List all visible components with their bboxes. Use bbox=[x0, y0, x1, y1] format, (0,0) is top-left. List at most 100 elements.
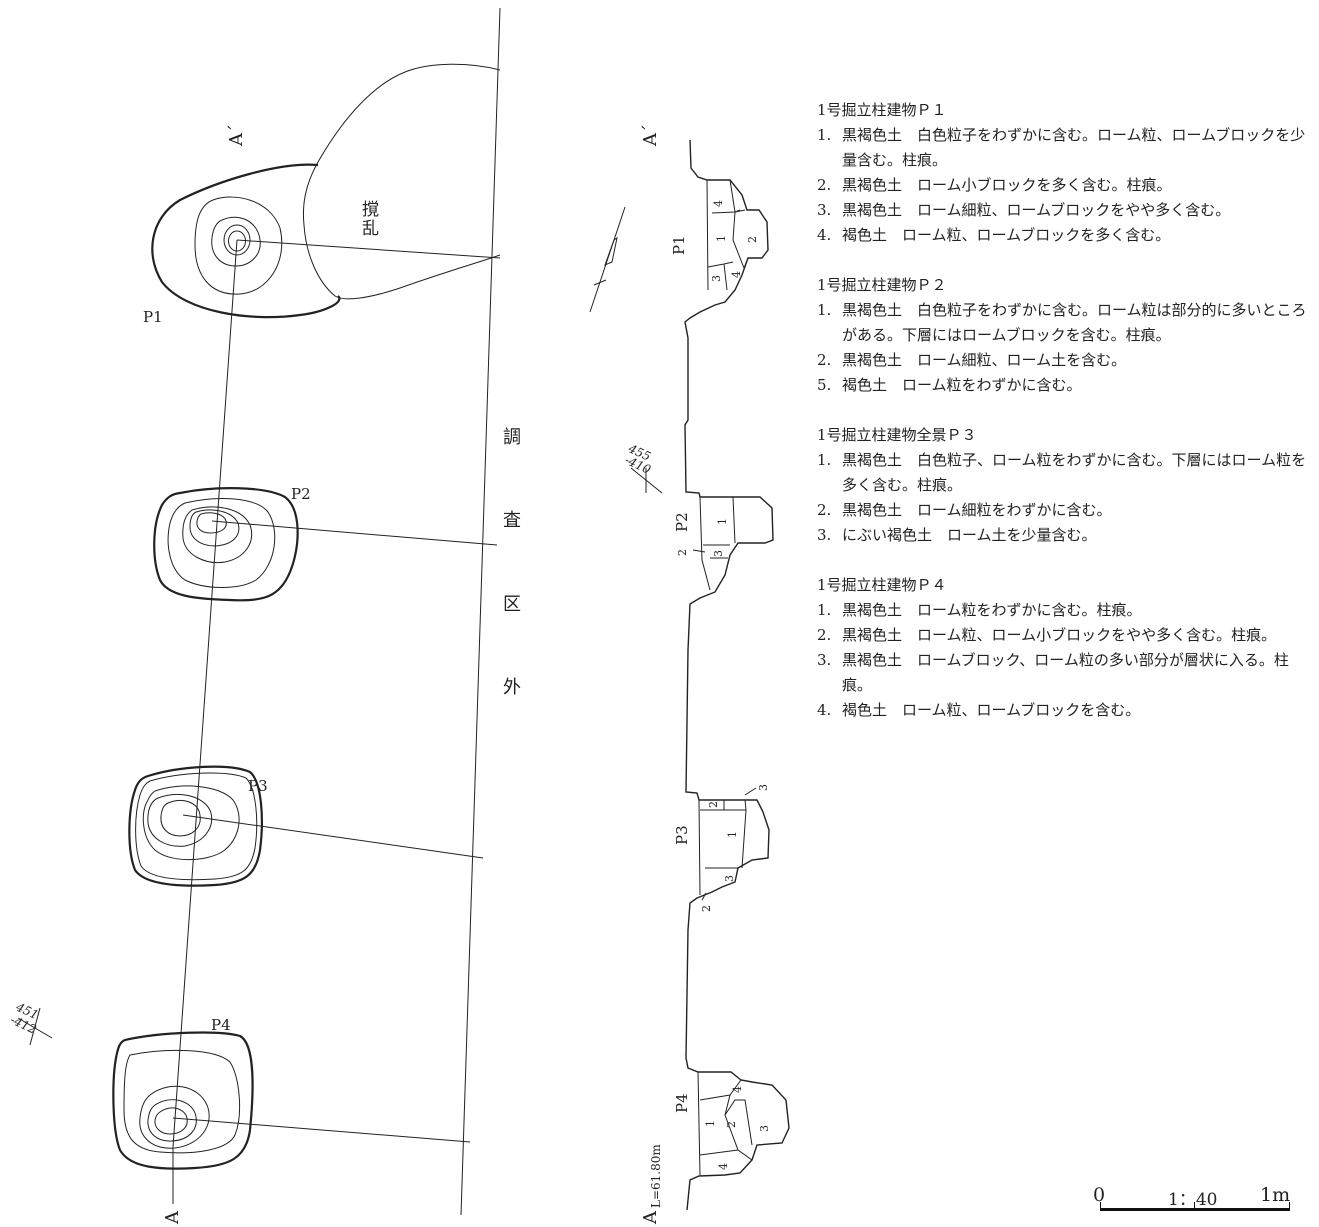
section-p3-layers bbox=[698, 799, 747, 896]
plan-tie-line-p3 bbox=[182, 814, 484, 859]
legend-item-text: 褐色土 ローム粒、ロームブロックを含む。 bbox=[842, 701, 1141, 719]
legend-item-number: 3. bbox=[817, 526, 832, 544]
section-label-p4: P4 bbox=[673, 1093, 691, 1113]
layer-number: 1 bbox=[716, 518, 729, 525]
legend-item-text: 黒褐色土 ローム細粒をわずかに含む。 bbox=[842, 501, 1112, 519]
layer-number: 3 bbox=[712, 550, 725, 557]
legend-item: 3. 黒褐色土 ローム細粒、ロームブロックをやや多く含む。 bbox=[817, 198, 1312, 223]
legend-item-number: 1. bbox=[817, 126, 832, 144]
legend-item-text: 黒褐色土 ローム細粒、ローム土を含む。 bbox=[842, 351, 1127, 369]
legend-item-number: 2. bbox=[817, 501, 832, 519]
plan-tie-line-p1 bbox=[236, 239, 501, 259]
plan-label-p2: P2 bbox=[291, 485, 311, 503]
scale-tick bbox=[1100, 1202, 1101, 1210]
legend-title: 1号掘立柱建物全景Ｐ３ bbox=[817, 426, 977, 444]
legend-item: 4.褐色土 ローム粒、ロームブロックを含む。 bbox=[817, 698, 1312, 723]
legend-item: 3. にぶい褐色土 ローム土を少量含む。 bbox=[817, 523, 1312, 548]
section-label-p1: P1 bbox=[670, 235, 688, 255]
layer-number: 2 bbox=[725, 1121, 738, 1128]
legend-item: 2. 黒褐色土 ローム細粒、ローム土を含む。 bbox=[817, 348, 1312, 373]
plan-section-line bbox=[172, 239, 238, 1148]
survey-boundary-line bbox=[460, 7, 501, 1216]
layer-number: 2 bbox=[676, 549, 689, 556]
scale-zero-label: 0 bbox=[1093, 1184, 1106, 1206]
legend-item-text: 褐色土 ローム粒をわずかに含む。 bbox=[842, 376, 1082, 394]
legend-item-number: 1. bbox=[817, 601, 832, 619]
layer-number: 3 bbox=[723, 875, 736, 882]
legend-group-p4: 1号掘立柱建物Ｐ４ 1. 黒褐色土 ローム粒をわずかに含む。柱痕。 2. 黒褐色土 … bbox=[817, 573, 1312, 723]
soil-layer-legend: 1号掘立柱建物Ｐ１ 1. 黒褐色土 白色粒子をわずかに含む。ローム粒、ロームブロッ… bbox=[817, 98, 1312, 748]
layer-number: 2 bbox=[707, 801, 720, 808]
legend-item: 5. 褐色土 ローム粒をわずかに含む。 bbox=[817, 373, 1312, 398]
legend-item-text: 黒褐色土 ロームブロック、ローム粒の多い部分が層状に入る。柱痕。 bbox=[842, 651, 1289, 694]
legend-item-text: 黒褐色土 白色粒子をわずかに含む。ローム粒、ロームブロックを少量含む。柱痕。 bbox=[842, 126, 1306, 169]
legend-item-text: 黒褐色土 ローム細粒、ロームブロックをやや多く含む。 bbox=[842, 201, 1231, 219]
north-arrow-icon bbox=[589, 206, 626, 313]
legend-item-number: 2. bbox=[817, 176, 832, 194]
section-p4-layers bbox=[697, 1071, 753, 1176]
layer-number: 1 bbox=[726, 831, 739, 838]
section-p1-layers bbox=[706, 179, 749, 291]
legend-item-number: 3. bbox=[817, 201, 832, 219]
section-label-p3: P3 bbox=[673, 825, 691, 845]
legend-item-text: 黒褐色土 ローム粒をわずかに含む。柱痕。 bbox=[842, 601, 1142, 619]
legend-item-number: 2. bbox=[817, 351, 832, 369]
outside-area-char-3: 区 bbox=[503, 594, 521, 615]
legend-item-text: にぶい褐色土 ローム土を少量含む。 bbox=[842, 526, 1097, 544]
layer-number: 2 bbox=[700, 905, 713, 912]
legend-group-p2: 1号掘立柱建物Ｐ２ 1.黒褐色土 白色粒子をわずかに含む。ローム粒は部分的に多い… bbox=[817, 273, 1312, 398]
scale-bar: 0 1：40 1m bbox=[1090, 1180, 1295, 1220]
pit-p2-plan bbox=[153, 487, 299, 602]
pit-p4-plan bbox=[112, 1031, 254, 1170]
section-end-bottom: A bbox=[640, 1210, 661, 1225]
layer-number: 3 bbox=[710, 275, 723, 282]
scale-ratio-label: 1：40 bbox=[1168, 1190, 1218, 1210]
legend-item: 1. 黒褐色土 白色粒子をわずかに含む。ローム粒、ロームブロックを少量含む。柱痕。 bbox=[817, 123, 1312, 173]
grid-ref-cross-top bbox=[630, 467, 663, 494]
legend-title: 1号掘立柱建物Ｐ１ bbox=[817, 101, 947, 119]
legend-item-number: 5. bbox=[817, 376, 832, 394]
layer-number: 2 bbox=[746, 236, 759, 243]
layer-number: 4 bbox=[730, 271, 743, 278]
plan-label-p4: P4 bbox=[211, 1016, 231, 1034]
section-elevation: L=61.80m bbox=[649, 1144, 663, 1208]
layer-number: 1 bbox=[704, 1120, 717, 1127]
outside-area-char-4: 外 bbox=[503, 677, 521, 698]
legend-item-number: 4. bbox=[817, 226, 832, 244]
scale-tick bbox=[1289, 1202, 1290, 1210]
legend-group-p3: 1号掘立柱建物全景Ｐ３ 1. 黒褐色土 白色粒子、ローム粒をわずかに含む。下層には… bbox=[817, 423, 1312, 548]
grid-ref-cross-bottom bbox=[17, 1007, 53, 1046]
legend-item: 2.黒褐色土 ローム小ブロックを多く含む。柱痕。 bbox=[817, 173, 1312, 198]
layer-number: 4 bbox=[717, 1163, 730, 1170]
legend-group-p1: 1号掘立柱建物Ｐ１ 1. 黒褐色土 白色粒子をわずかに含む。ローム粒、ロームブロッ… bbox=[817, 98, 1312, 248]
legend-item: 1. 黒褐色土 ローム粒をわずかに含む。柱痕。 bbox=[817, 598, 1312, 623]
legend-item-number: 2. bbox=[817, 626, 832, 644]
section-p2-layers bbox=[699, 496, 736, 591]
plan-label-p3: P3 bbox=[248, 777, 268, 795]
layer-number: 1 bbox=[715, 235, 728, 242]
outside-area-char-1: 調 bbox=[503, 427, 521, 448]
layer-number: 4 bbox=[731, 1086, 744, 1093]
pit-p3-plan bbox=[128, 765, 263, 887]
legend-title: 1号掘立柱建物Ｐ４ bbox=[817, 576, 947, 594]
legend-item-text: 黒褐色土 白色粒子、ローム粒をわずかに含む。下層にはローム粒を多く含む。柱痕。 bbox=[842, 451, 1307, 494]
legend-item: 2. 黒褐色土 ローム細粒をわずかに含む。 bbox=[817, 498, 1312, 523]
legend-item-number: 1. bbox=[817, 301, 832, 319]
scale-tick bbox=[1194, 1202, 1195, 1210]
legend-item: 1. 黒褐色土 白色粒子、ローム粒をわずかに含む。下層にはローム粒を多く含む。柱痕… bbox=[817, 448, 1312, 498]
legend-item: 4. 褐色土 ローム粒、ロームブロックを多く含む。 bbox=[817, 223, 1312, 248]
layer-number: 3 bbox=[757, 784, 770, 791]
legend-item-text: 黒褐色土 白色粒子をわずかに含む。ローム粒は部分的に多いところがある。下層にはロ… bbox=[842, 301, 1307, 344]
legend-item-number: 1. bbox=[817, 451, 832, 469]
plan-tie-line-p4 bbox=[172, 1117, 471, 1143]
legend-item-text: 褐色土 ローム粒、ロームブロックを多く含む。 bbox=[842, 226, 1171, 244]
section-end-top: A´ bbox=[640, 124, 661, 147]
scale-bar-line bbox=[1100, 1208, 1290, 1211]
section-label-p2: P2 bbox=[673, 512, 691, 532]
section-profile bbox=[684, 139, 790, 1211]
legend-item-number: 3. bbox=[817, 651, 832, 669]
layer-number: 3 bbox=[758, 1125, 771, 1132]
plan-section-end-bottom: A bbox=[162, 1210, 183, 1225]
scale-end-label: 1m bbox=[1260, 1184, 1291, 1206]
